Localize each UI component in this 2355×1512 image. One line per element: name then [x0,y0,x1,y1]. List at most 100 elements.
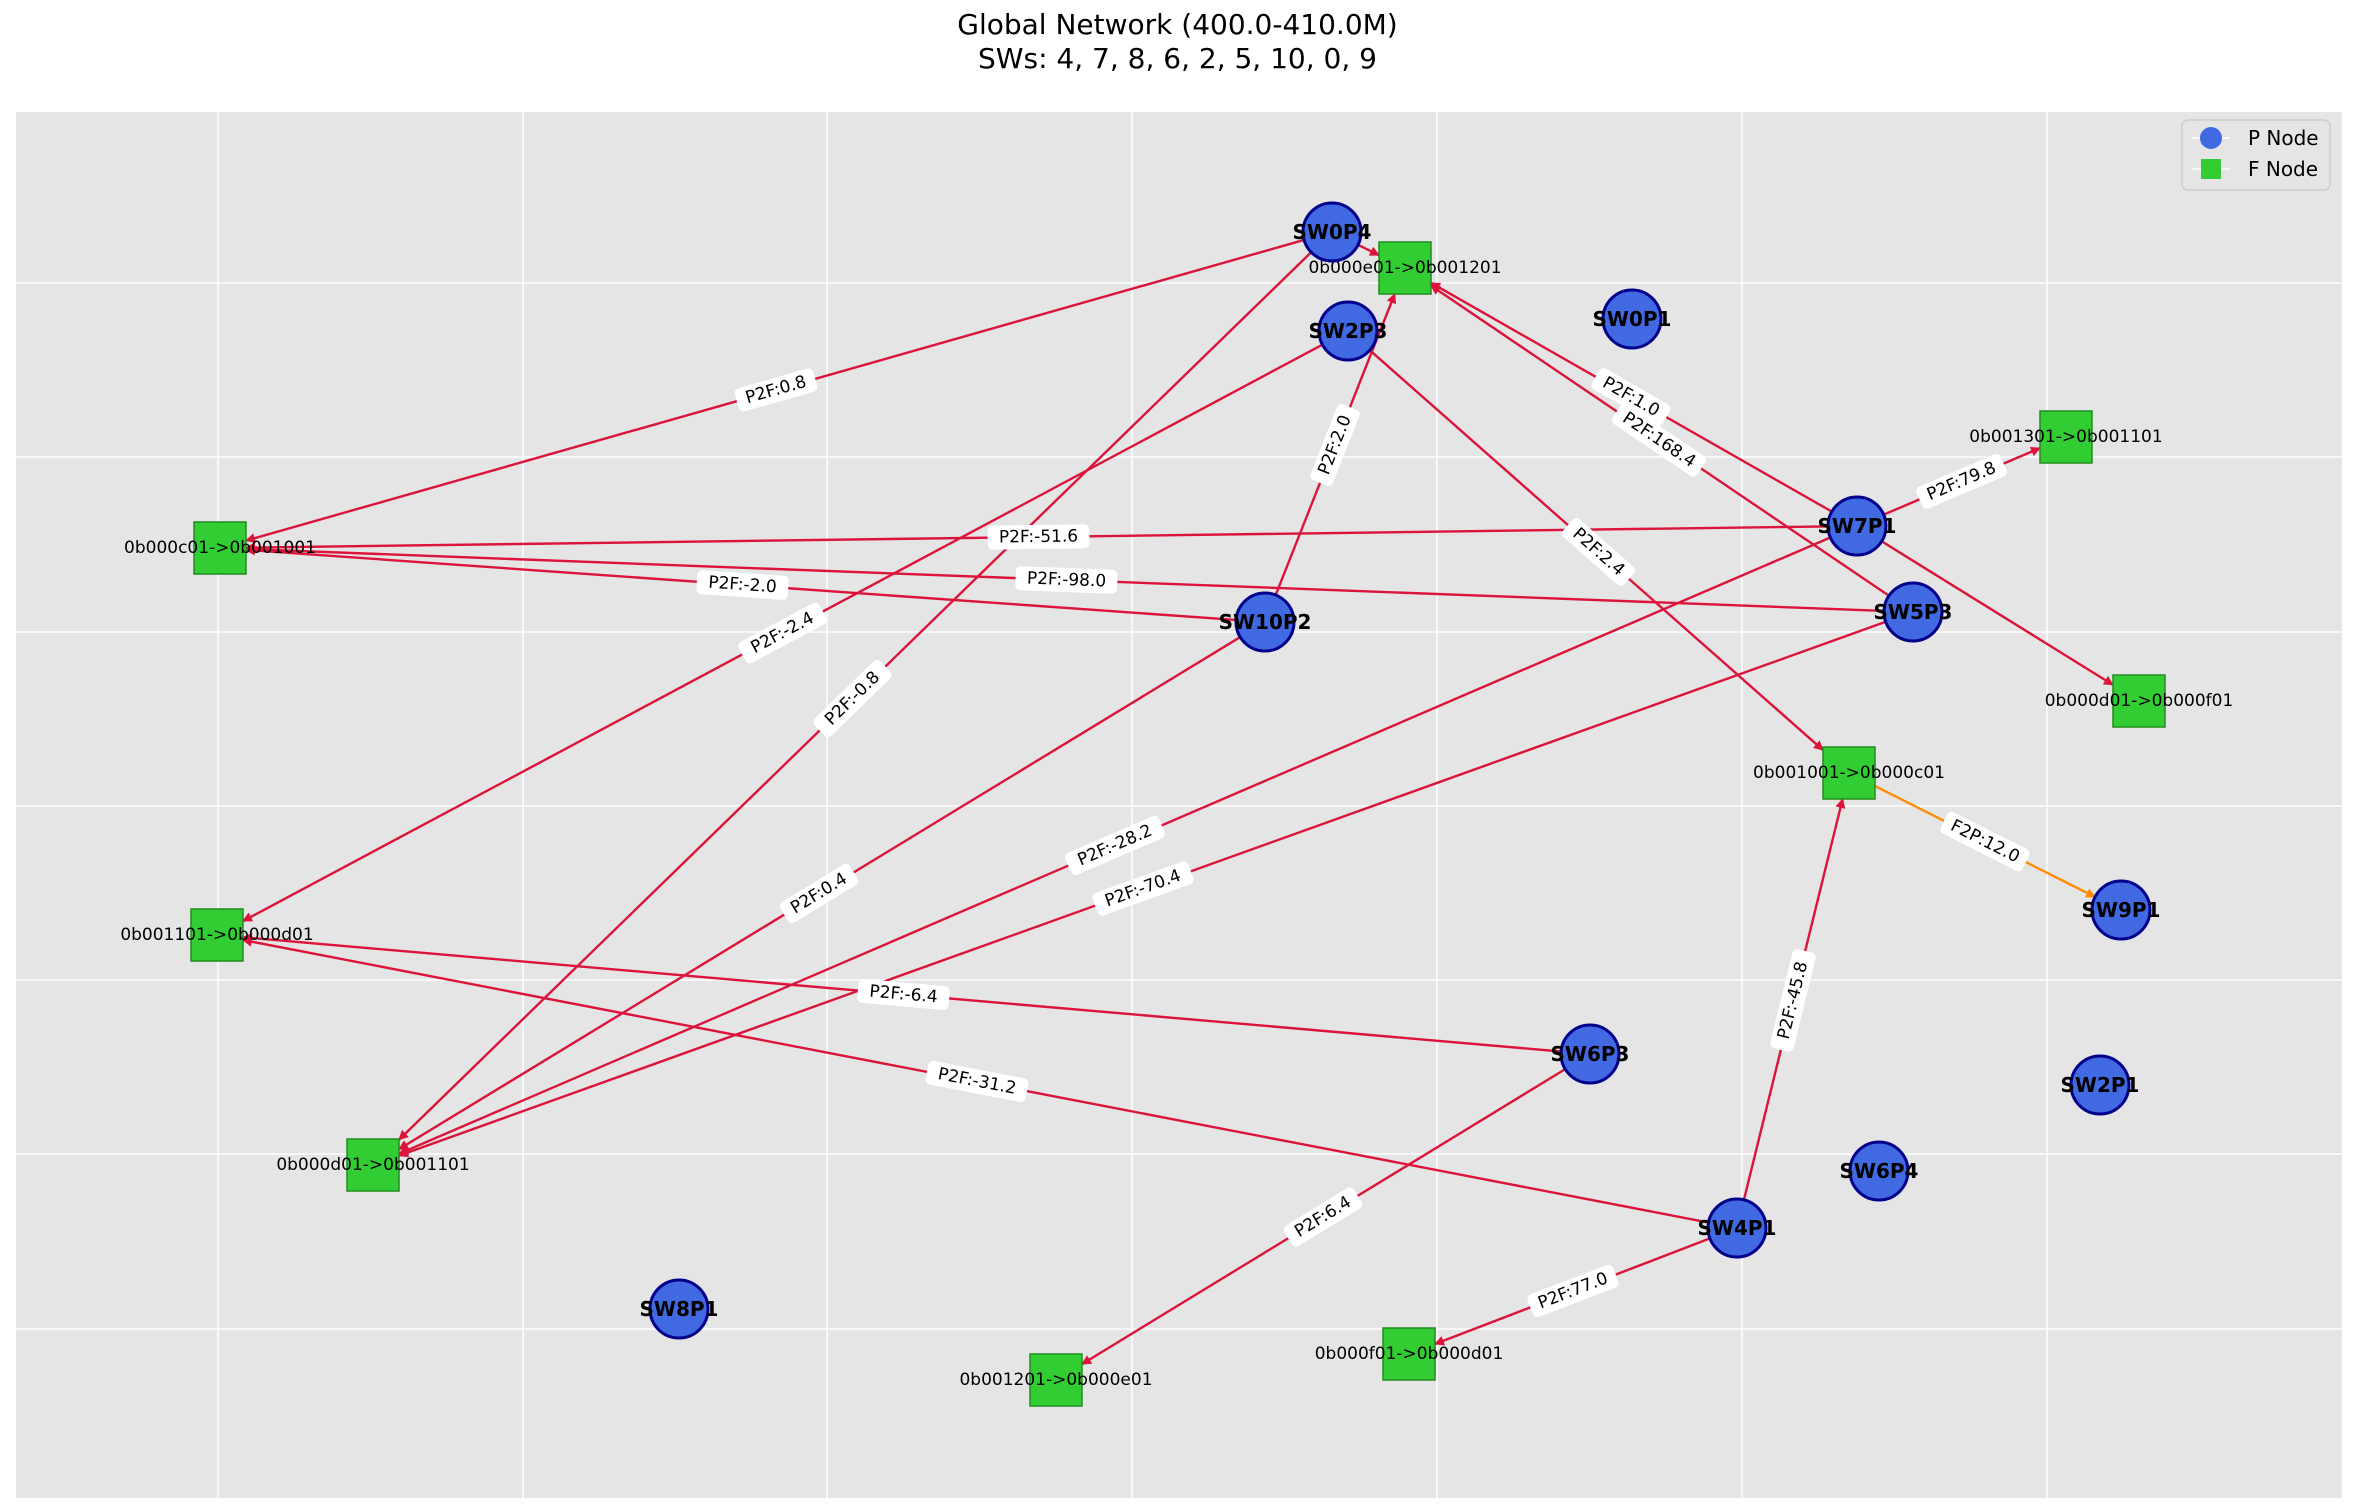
f-node: 0b001101->0b000d01 [120,908,314,962]
f-node-label: 0b000f01->0b000d01 [1315,1344,1504,1364]
edge-label-text: P2F:-98.0 [1027,569,1107,592]
p-node-circle [1317,300,1379,362]
edge-label-box [1770,949,1816,1052]
f-node: 0b000f01->0b000d01 [1315,1327,1504,1381]
edge-label: P2F:-51.6 [987,524,1090,550]
edge-label-box [1283,1187,1363,1247]
p-node-sw5p3: SW5P3 [1874,581,1953,643]
p-node-label: SW2P1 [2061,1073,2140,1097]
p-node-label: SW0P4 [1293,220,1372,244]
p-node-circle [1234,591,1296,653]
f-node-square [346,1138,400,1192]
edge-label-box [1591,368,1671,426]
p-node-sw0p1: SW0P1 [1593,288,1672,350]
f-node: 0b000c01->0b001001 [124,521,316,575]
f-node-label: 0b000d01->0b000f01 [2045,691,2234,711]
f-node: 0b000d01->0b000f01 [2045,674,2234,728]
chart-title: Global Network (400.0-410.0M) [957,8,1398,41]
f-node-label: 0b001101->0b000d01 [120,925,313,945]
f-node: 0b000d01->0b001101 [276,1138,470,1192]
legend-f-node-marker [2201,159,2221,179]
f-node-square [1378,241,1432,295]
edge-label-box [1916,454,2007,509]
edge-label-box [738,602,827,664]
edge-label-box [925,1060,1029,1103]
f-node: 0b001201->0b000e01 [959,1353,1153,1407]
edge-label-box [1612,403,1706,477]
f-node: 0b000e01->0b001201 [1308,241,1502,295]
p-node-circle [1848,1140,1910,1202]
p-node-sw7p1: SW7P1 [1818,495,1897,557]
f-node-square [193,521,247,575]
f-node-label: 0b000d01->0b001101 [276,1155,469,1175]
p-node-sw4p1: SW4P1 [1698,1197,1777,1259]
edge-label-box [1310,404,1360,486]
edge-label-box [779,863,859,924]
p-node-label: SW6P3 [1551,1042,1630,1066]
edge-label-box [857,979,950,1010]
edge-label-box [813,660,892,737]
edge-label: P2F:-2.0 [696,570,789,600]
p-node-label: SW7P1 [1818,514,1897,538]
edge-label-text: P2F:-51.6 [999,526,1079,547]
p-node-circle [2069,1054,2131,1116]
p-node-label: SW6P4 [1840,1159,1919,1183]
f-node-square [2112,674,2166,728]
f-node: 0b001001->0b000c01 [1753,746,1945,800]
p-node-circle [1559,1023,1621,1085]
edge-label-box [1562,518,1635,586]
p-node-label: SW5P3 [1874,600,1953,624]
f-node-label: 0b001001->0b000c01 [1753,763,1945,783]
edge-label-box [1092,861,1194,916]
edge-label-box [987,524,1090,550]
f-node-square [2039,410,2093,464]
p-node-sw6p3: SW6P3 [1551,1023,1630,1085]
p-node-label: SW8P1 [640,1297,719,1321]
p-node-sw0p4: SW0P4 [1293,201,1372,263]
edge-sw7p1-to-f-d01-f01 [1881,540,2114,686]
p-node-sw8p1: SW8P1 [640,1278,719,1340]
edge-label-box [1065,815,1165,876]
legend-item: P Node [2192,126,2319,150]
f-node: 0b001301->0b001101 [1969,410,2163,464]
p-node-sw9p1: SW9P1 [2082,879,2161,941]
p-node-circle [1301,201,1363,263]
f-node-square [1822,746,1876,800]
p-node-label: SW2P3 [1309,319,1388,343]
legend-label: F Node [2248,157,2318,181]
edge-sw0p4-to-f-e01-1201 [1357,243,1380,257]
f-node-label: 0b001301->0b001101 [1969,427,2162,447]
p-node-circle [1601,288,1663,350]
p-node-circle [1706,1197,1768,1259]
edge-label-box [1527,1264,1619,1318]
edge-label: P2F:-98.0 [1015,566,1118,594]
plot-area [16,112,2342,1498]
f-node-square [1382,1327,1436,1381]
p-node-label: SW0P1 [1593,307,1672,331]
f-node-square [1029,1353,1083,1407]
legend-p-node-marker [2200,127,2222,149]
edge-label-box [696,570,789,600]
p-node-circle [1826,495,1888,557]
legend-item: F Node [2192,157,2318,181]
p-node-circle [2090,879,2152,941]
edge-label-text: P2F:-2.0 [708,573,778,598]
p-node-sw2p3: SW2P3 [1309,300,1388,362]
p-node-sw10p2: SW10P2 [1219,591,1312,653]
p-node-label: SW4P1 [1698,1216,1777,1240]
edge-label: P2F:-6.4 [857,979,950,1010]
p-node-sw6p4: SW6P4 [1840,1140,1919,1202]
f-node-label: 0b000c01->0b001001 [124,538,316,558]
f-node-label: 0b001201->0b000e01 [959,1370,1152,1390]
p-node-circle [648,1278,710,1340]
chart-subtitle: SWs: 4, 7, 8, 6, 2, 5, 10, 0, 9 [978,42,1377,75]
p-node-label: SW10P2 [1219,610,1312,634]
edge-label-box [1940,811,2030,872]
p-node-label: SW9P1 [2082,898,2161,922]
edge-label-box [1015,566,1118,594]
f-node-square [190,908,244,962]
edge-label: P2F:0.8 [734,368,818,412]
f-node-label: 0b000e01->0b001201 [1308,258,1501,278]
legend: P Node F Node [2181,119,2331,191]
